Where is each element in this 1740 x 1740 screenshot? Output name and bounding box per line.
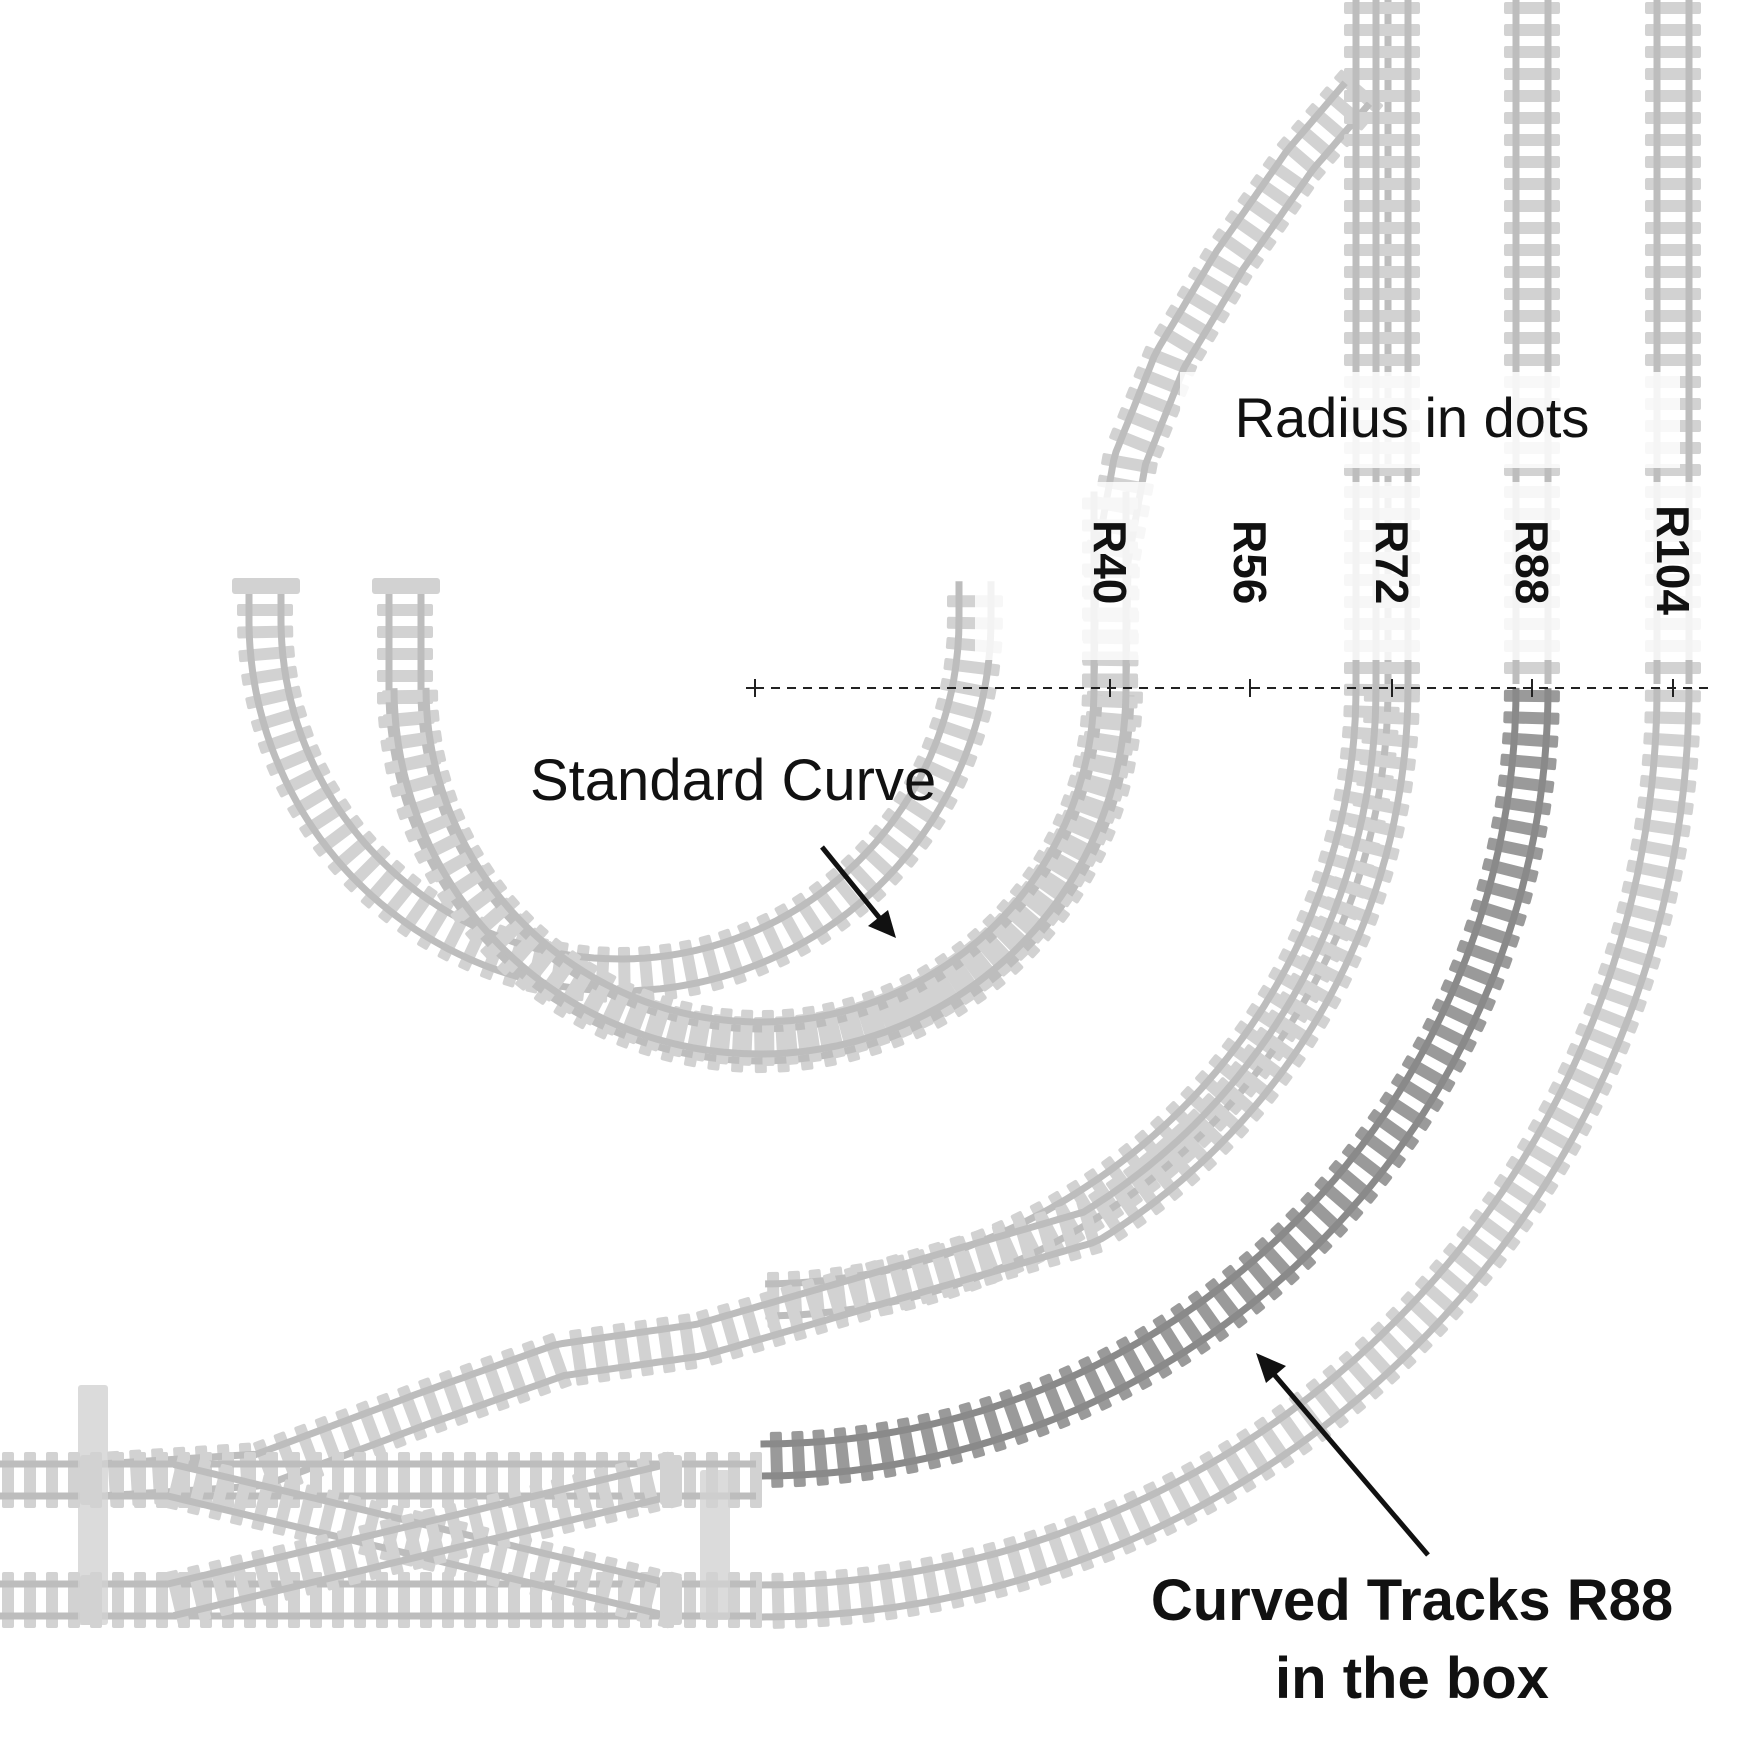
box-tracks-arrow [1256, 1353, 1430, 1557]
radius-label-r104: R104 [1647, 505, 1699, 615]
radius-title-panel [1180, 372, 1680, 468]
radius-tick-marks [746, 679, 1674, 697]
track-end-caps [232, 578, 440, 594]
track-r40 [237, 580, 1003, 1003]
switch-housings [78, 1385, 730, 1625]
radius-label-r72: R72 [1366, 520, 1418, 604]
radius-title: Radius in dots [1235, 386, 1590, 449]
radius-label-panel [975, 482, 1710, 660]
standard-curve-label: Standard Curve [530, 748, 936, 813]
track-r88 [760, 687, 1560, 1488]
box-tracks-label-line2: in the box [1275, 1646, 1549, 1711]
track-r104 [759, 687, 1701, 1629]
radius-label-r40: R40 [1084, 520, 1136, 604]
radius-label-r88: R88 [1506, 520, 1558, 604]
standard-curve-arrow [820, 845, 896, 938]
box-tracks-label-line1: Curved Tracks R88 [1151, 1568, 1673, 1633]
radius-label-r56: R56 [1224, 520, 1276, 604]
track-layer [0, 0, 1701, 1629]
track-crossover-b [165, 1451, 682, 1627]
track-r40-left-leg [377, 580, 433, 704]
